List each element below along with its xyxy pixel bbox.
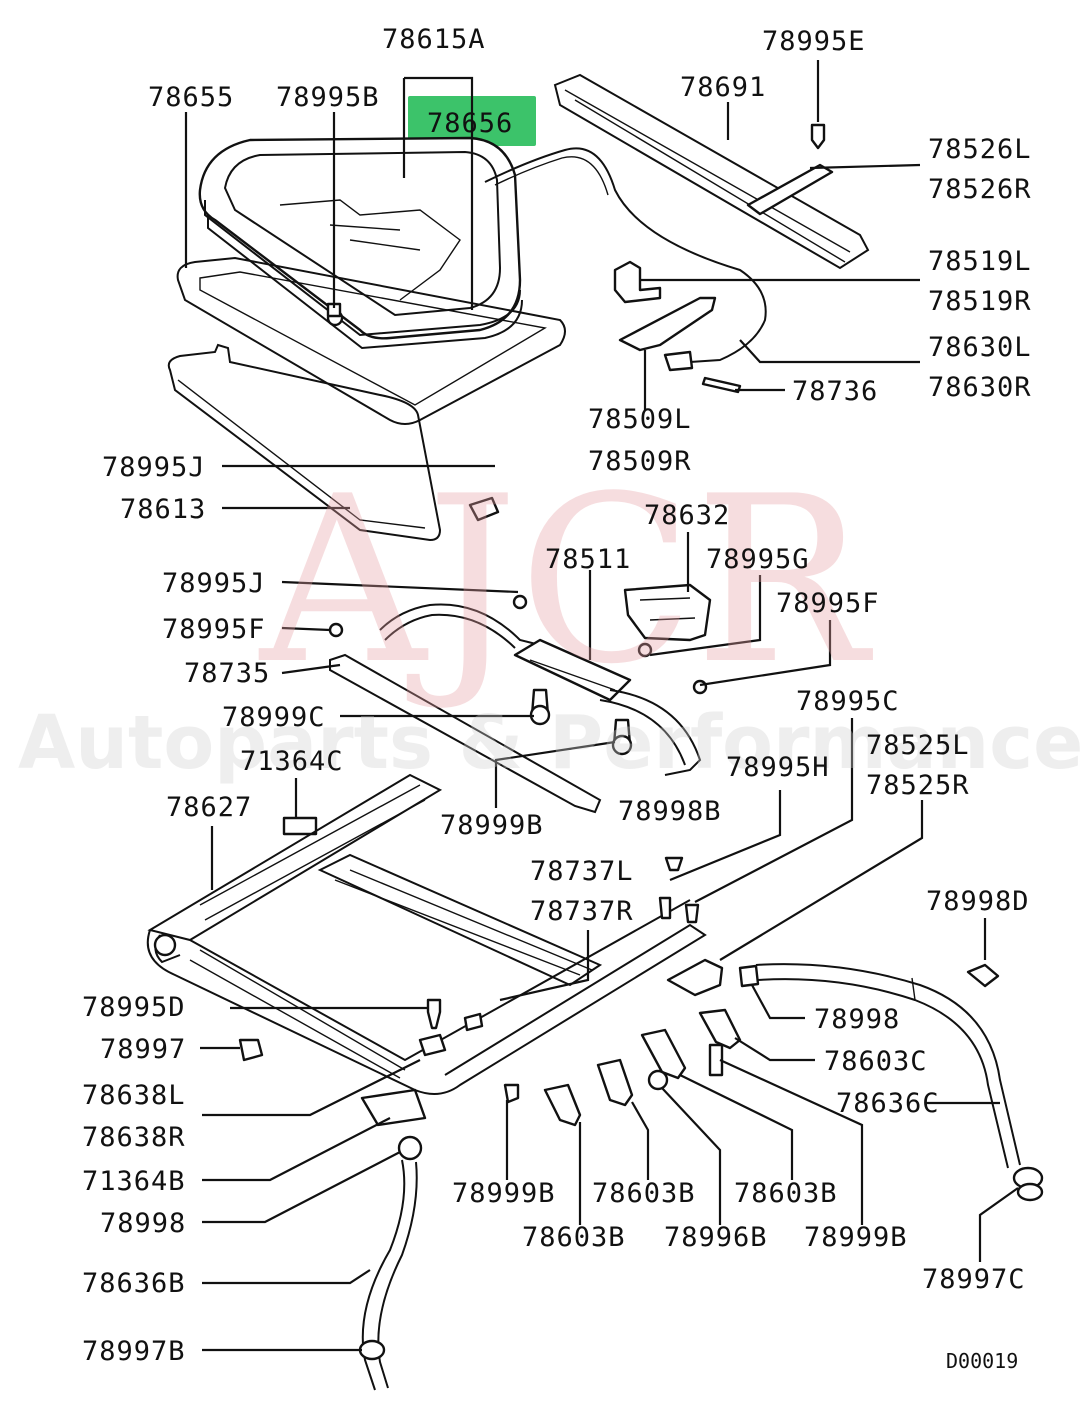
part-label: 78995J [102,452,206,483]
part-label: 78526R [928,174,1032,205]
part-label: 78627 [166,792,252,823]
part-label: 78995D [82,992,186,1023]
slider-drawing [666,958,724,997]
part-label: 78999B [804,1222,908,1253]
part-label: 78511 [545,544,631,575]
part-label: 78632 [644,500,730,531]
part-label: 78509R [588,446,692,477]
part-label: 78999C [222,702,326,733]
deflector-drawing [167,343,500,542]
part-label: 78998B [618,796,722,827]
watermark-tagline: Autoparts & Performance [18,700,1080,786]
part-label: 78630R [928,372,1032,403]
part-label: 78615A [382,24,486,55]
part-label: 78998 [100,1208,186,1239]
front-drain-hose-drawing [358,1088,427,1391]
part-label: 78519R [928,286,1032,317]
part-label: 78691 [680,72,766,103]
link-bar-drawing [328,622,633,814]
part-label: 78995B [276,82,380,113]
brackets-drawing [613,260,742,394]
part-label: 78638R [82,1122,186,1153]
part-label: 78526L [928,134,1032,165]
part-label: 78997C [922,1264,1026,1295]
part-label: 78998D [926,886,1030,917]
drive-unit-drawing [379,594,708,776]
part-label: 78638L [82,1080,186,1111]
part-label: 78630L [928,332,1032,363]
part-label: 78603B [522,1222,626,1253]
part-label: 78509L [588,404,692,435]
part-label: 71364B [82,1166,186,1197]
part-label: 78737L [530,856,634,887]
clips-row-drawing [503,1008,742,1127]
part-label: 78603C [824,1046,928,1077]
part-label: 78995F [162,614,266,645]
part-label: 78525L [866,730,970,761]
part-label: 78603B [592,1178,696,1209]
part-label: 78999B [440,810,544,841]
part-labels: 78615A 78655 78995B 78656 78995E 78691 7… [82,24,1032,1367]
part-label: 78995C [796,686,900,717]
part-label: 78995H [726,752,830,783]
part-label: 78735 [184,658,270,689]
part-label: 78736 [792,376,878,407]
pad-drawing [282,816,318,836]
part-label: 78519L [928,246,1032,277]
part-label: 78995J [162,568,266,599]
rear-drain-hose-drawing [738,963,1044,1202]
highlighted-part-label: 78656 [427,108,513,139]
rear-bar-drawing [553,73,870,270]
part-label: 78997B [82,1336,186,1367]
part-label: 78998 [814,1004,900,1035]
part-drawings [146,73,1044,1391]
part-label: 78525R [866,770,970,801]
watermark: AJCR Autoparts & Performance [18,448,1080,786]
part-label: 78613 [120,494,206,525]
part-label: 71364C [240,746,344,777]
part-label: 78996B [664,1222,768,1253]
part-label: 78636C [836,1088,940,1119]
part-label: 78737R [530,896,634,927]
watermark-logo: AJCR [258,448,873,715]
part-label: 78995G [706,544,810,575]
drive-cable-drawing [484,147,767,363]
motor-drawing [623,583,712,658]
part-label: 78636B [82,1268,186,1299]
part-label: 78997 [100,1034,186,1065]
leader-lines [184,60,1019,1352]
part-label: 78655 [148,82,234,113]
part-label: 78995E [762,26,866,57]
part-label: 78999B [452,1178,556,1209]
screws-drawing [238,856,700,1062]
part-label: 78995F [776,588,880,619]
part-label: 78603B [734,1178,838,1209]
glass-panel-drawing [198,136,523,350]
diagram-code: D00019 [946,1349,1018,1373]
